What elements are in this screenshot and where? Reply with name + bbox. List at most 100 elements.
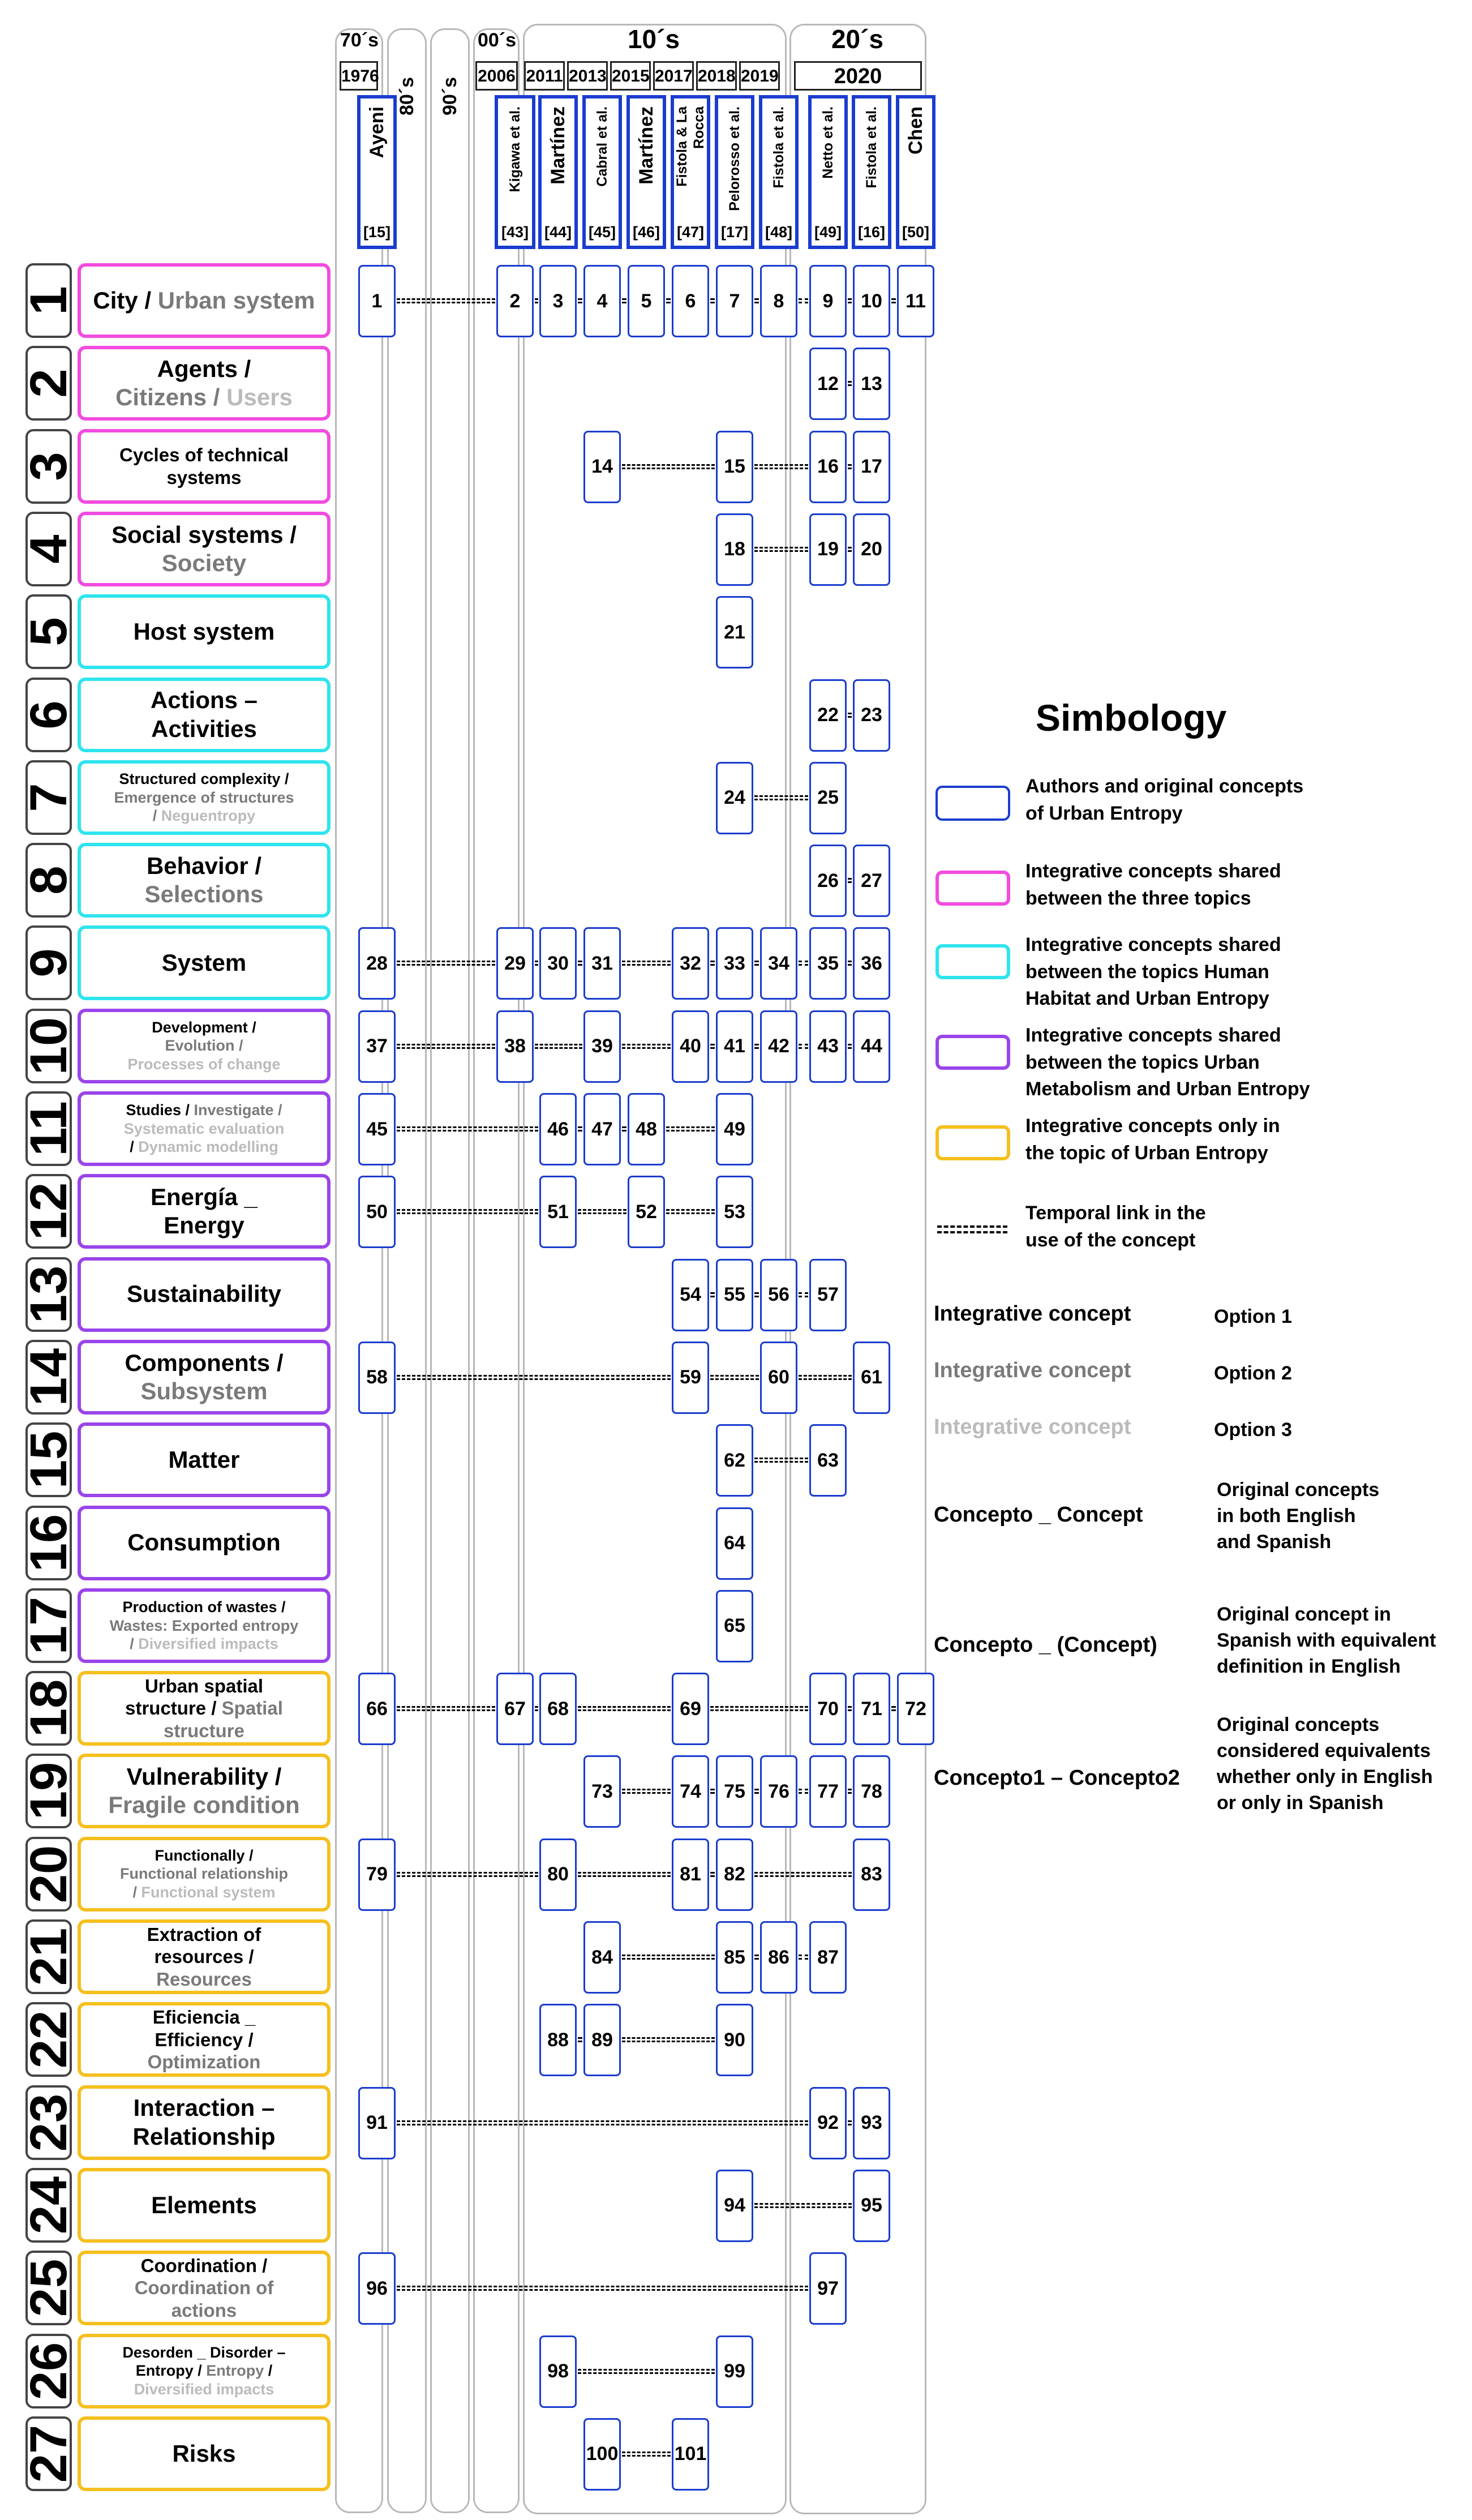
concept-label: Vulnerability /Fragile condition — [108, 1763, 299, 1820]
author-reference: [43] — [501, 224, 529, 241]
concept-label-part: System — [161, 949, 247, 976]
row-number: 12 — [20, 1182, 78, 1241]
concept-cell: 84 — [583, 1921, 621, 1994]
concept-cell: 101 — [672, 2418, 709, 2491]
row-number-badge: 26 — [20, 2333, 78, 2408]
row-number-badge: 3 — [20, 428, 78, 504]
concept-label-part: Entropy — [206, 2362, 264, 2380]
temporal-link — [622, 2037, 715, 2043]
concept-label-part: Systematic evaluation — [123, 1120, 285, 1137]
concept-cell: 50 — [358, 1176, 396, 1249]
concept-label-part: actions — [171, 2299, 237, 2321]
row-number: 13 — [20, 1265, 78, 1323]
col-bg-90s — [430, 28, 470, 2513]
temporal-link — [799, 1043, 808, 1049]
author-reference: [45] — [588, 224, 616, 241]
row-number-badge: 18 — [20, 1671, 78, 1746]
legend-text: Authors and original concepts of Urban E… — [1025, 775, 1304, 824]
concept-cell: 71 — [853, 1673, 890, 1746]
legend-format-label: Concepto _ (Concept) — [934, 1633, 1157, 1657]
concept-label-part: Activities — [151, 715, 257, 742]
concept-label: Production of wastes /Wastes: Exported e… — [110, 1598, 299, 1653]
concept-label-part: Coordination of — [134, 2277, 274, 2299]
concept-cell: 56 — [760, 1258, 797, 1331]
concept-cell: 62 — [716, 1424, 753, 1497]
temporal-link — [754, 1292, 759, 1297]
concept-cell: 36 — [853, 927, 890, 1000]
concept-cell: 31 — [583, 927, 621, 1000]
legend-option-value: Option 2 — [1214, 1362, 1292, 1384]
concept-cell: 66 — [358, 1673, 396, 1746]
row-number-badge: 8 — [20, 843, 78, 918]
concept-cell: 76 — [760, 1755, 797, 1828]
concept-label-part: Structured complexity / — [119, 770, 289, 788]
author-box: Fistola et al.[48] — [759, 95, 799, 249]
concept-cell: 4 — [583, 265, 621, 337]
concept-box: Structured complexity /Emergence of stru… — [78, 760, 331, 835]
concept-box: Behavior /Selections — [78, 843, 331, 918]
temporal-link — [710, 298, 715, 303]
concept-cell: 59 — [672, 1341, 709, 1414]
concept-label: Elements — [151, 2191, 257, 2219]
concept-label-part: / — [130, 1138, 139, 1156]
concept-cell: 13 — [853, 348, 890, 421]
concept-box: Components /Subsystem — [78, 1339, 331, 1415]
concept-label-part: Actions – — [150, 687, 258, 714]
concept-label-part: structure — [125, 1698, 207, 1719]
temporal-link — [578, 1871, 671, 1877]
concept-label-part: Functional relationship — [119, 1865, 288, 1883]
concept-cell: 49 — [716, 1093, 753, 1165]
concept-cell: 32 — [672, 927, 709, 1000]
author-reference: [49] — [814, 224, 842, 241]
year-label: 2015 — [610, 61, 651, 91]
concept-cell: 16 — [809, 430, 847, 503]
concept-box: System — [78, 925, 331, 1001]
concept-label-part: / — [193, 2362, 207, 2380]
temporal-link — [891, 1706, 896, 1712]
concept-cell: 41 — [716, 1010, 753, 1083]
concept-cell: 22 — [809, 679, 847, 752]
temporal-link — [848, 464, 852, 469]
row-number-badge: 27 — [20, 2416, 78, 2491]
author-box: Kigawa et al.[43] — [495, 95, 535, 249]
row-number: 14 — [20, 1348, 78, 1407]
concept-box: Elements — [78, 2167, 331, 2243]
legend-format-desc: Original concept in Spanish with equival… — [1217, 1604, 1436, 1677]
concept-cell: 46 — [539, 1093, 577, 1165]
row-number: 24 — [20, 2176, 78, 2235]
concept-cell: 96 — [358, 2252, 396, 2325]
temporal-link — [754, 2202, 852, 2208]
concept-label-part: Energy — [164, 1212, 244, 1239]
concept-cell: 57 — [809, 1258, 847, 1331]
concept-label: Structured complexity /Emergence of stru… — [114, 770, 294, 825]
concept-cell: 19 — [809, 513, 847, 586]
concept-cell: 6 — [672, 265, 709, 337]
row-number: 17 — [20, 1596, 78, 1655]
concept-label-part: Efficiency / — [155, 2029, 254, 2050]
concept-label-part: Functional system — [141, 1883, 276, 1901]
row-number: 23 — [20, 2093, 78, 2152]
concept-label-part: Evolution / — [165, 1037, 243, 1055]
concept-box: Actions –Activities — [78, 677, 331, 752]
row-number: 25 — [20, 2259, 78, 2317]
concept-box: Matter — [78, 1422, 331, 1498]
concept-cell: 17 — [853, 430, 890, 503]
concept-cell: 68 — [539, 1673, 577, 1746]
author-name: Pelorosso et al. — [727, 106, 743, 211]
concept-label-part: Production of wastes / — [122, 1598, 286, 1616]
temporal-link — [622, 464, 715, 469]
concept-label-part: Emergence of structures — [114, 788, 294, 806]
legend-option-value: Option 3 — [1214, 1419, 1292, 1441]
row-number-badge: 12 — [20, 1174, 78, 1249]
author-reference: [47] — [676, 224, 704, 241]
author-reference: [44] — [544, 224, 572, 241]
concept-label-part: Users — [226, 384, 293, 411]
concept-cell: 38 — [496, 1010, 534, 1083]
concept-cell: 2 — [496, 265, 534, 337]
concept-cell: 90 — [716, 2004, 753, 2077]
concept-cell: 11 — [897, 265, 934, 337]
decade-label: 90´s — [439, 76, 461, 116]
author-name: Martínez — [636, 106, 657, 185]
